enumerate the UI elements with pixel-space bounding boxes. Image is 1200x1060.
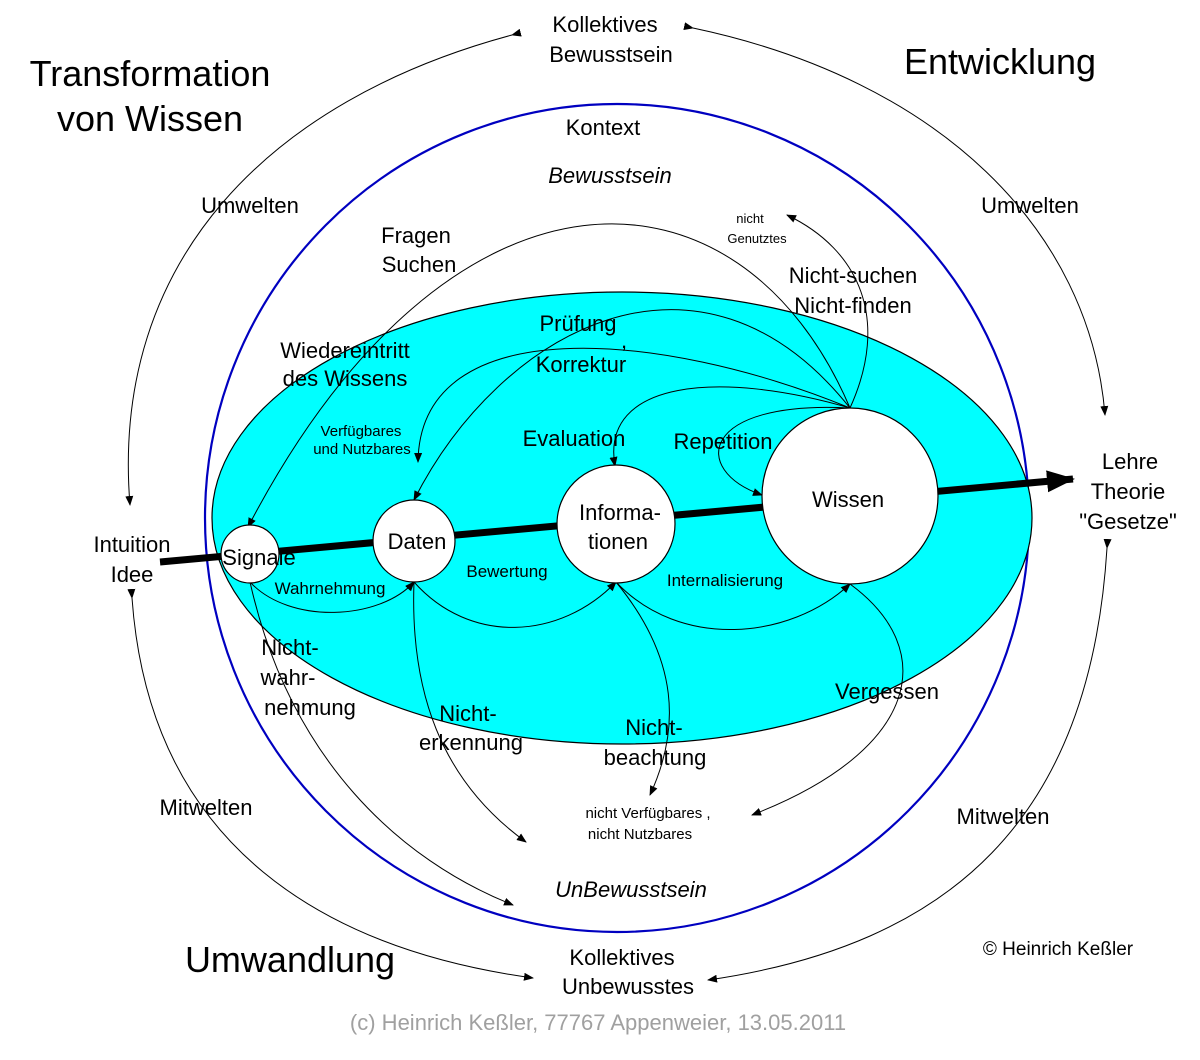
node-informationen	[556, 464, 676, 584]
label-suchen: Suchen	[382, 252, 457, 277]
node-daten	[372, 499, 456, 583]
curve-nicht-genutztes	[786, 214, 869, 409]
node-daten-label: Daten	[388, 529, 447, 554]
label-fragen: Fragen	[381, 223, 451, 248]
arc-mitwelten-left	[127, 588, 534, 981]
curve-pruefung	[414, 347, 851, 463]
arc-mitwelten-right	[707, 538, 1112, 983]
label-umwandlung: Umwandlung	[185, 939, 395, 980]
curve-internalisierung	[615, 581, 851, 631]
label-nichterkennung-2: erkennung	[419, 730, 523, 755]
label-bewusstsein: Bewusstsein	[548, 163, 672, 188]
footer-credit: (c) Heinrich Keßler, 77767 Appenweier, 1…	[350, 1010, 846, 1035]
node-informationen-label-2: tionen	[588, 529, 648, 554]
label-gesetze: "Gesetze"	[1079, 509, 1177, 534]
label-nicht-genutztes-1: nicht	[736, 211, 764, 226]
label-kollektives-bewusstsein-2: Bewusstsein	[549, 42, 673, 67]
curve-wahrnehmung	[249, 581, 415, 613]
label-kollektives-unbewusstes-1: Kollektives	[569, 945, 674, 970]
label-idee: Idee	[111, 562, 154, 587]
label-entwicklung: Entwicklung	[904, 41, 1096, 82]
label-umwelten-right: Umwelten	[981, 193, 1079, 218]
curve-nichterkennung	[413, 581, 527, 843]
label-nicht-genutztes-2: Genutztes	[727, 231, 787, 246]
curve-nichtwahrnehmung	[249, 581, 514, 906]
label-lehre: Lehre	[1102, 449, 1158, 474]
label-verfuegbares-1: Verfügbares	[321, 423, 402, 440]
label-kollektives-bewusstsein-1: Kollektives	[552, 12, 657, 37]
curve-wiedereintritt	[413, 309, 851, 501]
node-informationen-label-1: Informa-	[579, 500, 661, 525]
label-nicht-finden: Nicht-finden	[794, 293, 911, 318]
label-nicht-verfuegbares-2: nicht Nutzbares	[588, 826, 692, 843]
label-evaluation: Evaluation	[523, 426, 626, 451]
label-repetition: Repetition	[673, 429, 772, 454]
label-kontext: Kontext	[566, 115, 641, 140]
label-nicht-verfuegbares-1: nicht Verfügbares ,	[585, 805, 710, 822]
node-wissen-label: Wissen	[812, 487, 884, 512]
label-pruefung: Prüfung	[539, 311, 616, 336]
curve-nichtbeachtung	[615, 581, 670, 796]
label-bewertung: Bewertung	[466, 562, 547, 581]
copyright-label: © Heinrich Keßler	[983, 939, 1134, 960]
node-signale-label: Signale	[222, 545, 295, 570]
label-nichtbeachtung-1: Nicht-	[625, 715, 682, 740]
node-wissen	[761, 407, 939, 585]
label-mitwelten-right: Mitwelten	[957, 804, 1050, 829]
label-wahrnehmung: Wahrnehmung	[275, 579, 386, 598]
label-wiedereintritt-1: Wiedereintritt	[280, 338, 410, 363]
label-mitwelten-left: Mitwelten	[160, 795, 253, 820]
label-umwelten-left: Umwelten	[201, 193, 299, 218]
label-nichtbeachtung-2: beachtung	[604, 745, 707, 770]
label-vergessen: Vergessen	[835, 679, 939, 704]
label-nichterkennung-1: Nicht-	[439, 701, 496, 726]
label-internalisierung: Internalisierung	[667, 571, 783, 590]
label-verfuegbares-2: und Nutzbares	[313, 441, 411, 458]
label-nichtwahrnehmung-1: Nicht-	[261, 635, 318, 660]
curve-bewertung	[413, 581, 617, 628]
title-line-2: von Wissen	[57, 98, 243, 139]
label-korrektur: Korrektur	[536, 352, 626, 377]
label-wiedereintritt-2: des Wissens	[283, 366, 408, 391]
curve-fragen-suchen	[247, 223, 851, 528]
arc-umwelten-right	[683, 22, 1109, 416]
label-unbewusstsein: UnBewusstsein	[555, 877, 707, 902]
curve-evaluation	[609, 386, 851, 467]
node-signale	[220, 524, 280, 584]
label-pruefung-komma: ,	[621, 328, 627, 353]
curve-repetition	[718, 406, 851, 496]
label-nichtwahrnehmung-3: nehmung	[264, 695, 356, 720]
curve-vergessen	[751, 583, 904, 816]
label-nicht-suchen: Nicht-suchen	[789, 263, 917, 288]
title-line-1: Transformation	[30, 53, 271, 94]
label-nichtwahrnehmung-2: wahr-	[259, 665, 315, 690]
arc-umwelten-left	[125, 28, 522, 506]
label-kollektives-unbewusstes-2: Unbewusstes	[562, 974, 694, 999]
label-intuition: Intuition	[93, 532, 170, 557]
label-theorie: Theorie	[1091, 479, 1166, 504]
